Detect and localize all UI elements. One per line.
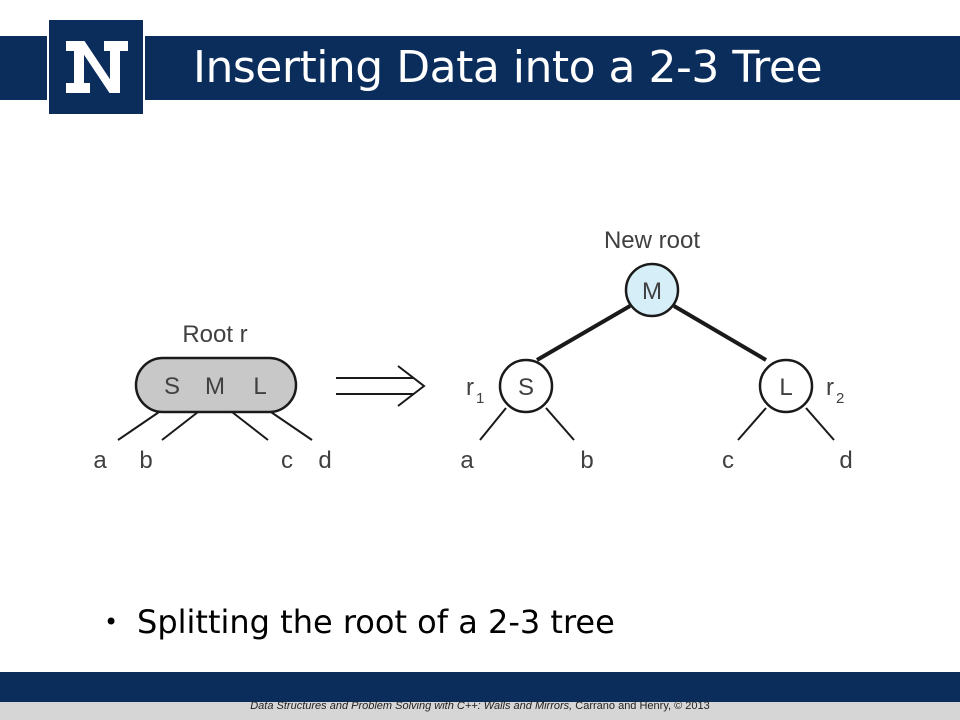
after-right-node (758, 358, 814, 414)
after-edge-d (805, 407, 835, 441)
after-edge-b (545, 407, 575, 441)
svg-text:r: r (466, 374, 474, 401)
university-logo (47, 18, 145, 116)
after-edge-a (479, 407, 507, 441)
after-root-node (624, 262, 680, 318)
footer-bar (0, 672, 960, 702)
after-child-d: d (839, 447, 852, 474)
before-child-c: c (281, 447, 293, 474)
after-root-key: M (642, 278, 662, 305)
after-child-a: a (460, 447, 474, 474)
after-edge-right (672, 304, 768, 362)
footer-strip (0, 702, 960, 720)
bullet-text: Splitting the root of a 2-3 tree (137, 603, 615, 641)
before-edge-c (231, 411, 269, 441)
after-edge-left (535, 304, 632, 362)
after-right-node-name: r 2 (826, 374, 844, 407)
footer-citation-title: Data Structures and Problem Solving with… (250, 700, 573, 712)
double-arrow-right-icon (336, 365, 426, 407)
bullet-dot-icon: • (104, 608, 119, 636)
after-left-node-name: r 1 (466, 374, 484, 407)
before-child-a: a (93, 447, 107, 474)
before-child-b: b (139, 447, 152, 474)
after-new-root-label: New root (604, 227, 700, 254)
title-bar (0, 36, 960, 100)
before-key-s: S (164, 373, 180, 400)
slide-title: Inserting Data into a 2-3 Tree (193, 42, 823, 93)
before-child-d: d (318, 447, 331, 474)
before-root-label: Root r (182, 321, 247, 348)
before-edge-b (161, 411, 199, 441)
bullet-item: • Splitting the root of a 2-3 tree (104, 598, 615, 646)
before-root-node (134, 356, 298, 414)
footer-citation: Data Structures and Problem Solving with… (0, 700, 960, 716)
svg-text:r: r (826, 374, 834, 401)
svg-text:2: 2 (836, 390, 844, 407)
after-left-key: S (518, 374, 534, 401)
two-three-tree-split-diagram: Root r S M L a b c d New root M S L r 1 … (93, 227, 852, 474)
after-left-node (498, 358, 554, 414)
footer-citation-authors: Carrano and Henry, © 2013 (572, 700, 710, 712)
before-key-l: L (253, 373, 266, 400)
after-right-key: L (779, 374, 792, 401)
after-child-b: b (580, 447, 593, 474)
before-edge-a (117, 409, 163, 441)
after-child-c: c (722, 447, 734, 474)
before-key-m: M (205, 373, 225, 400)
before-edge-d (267, 409, 313, 441)
university-n-logo-icon (64, 39, 130, 95)
svg-text:1: 1 (476, 390, 484, 407)
after-edge-c (737, 407, 767, 441)
